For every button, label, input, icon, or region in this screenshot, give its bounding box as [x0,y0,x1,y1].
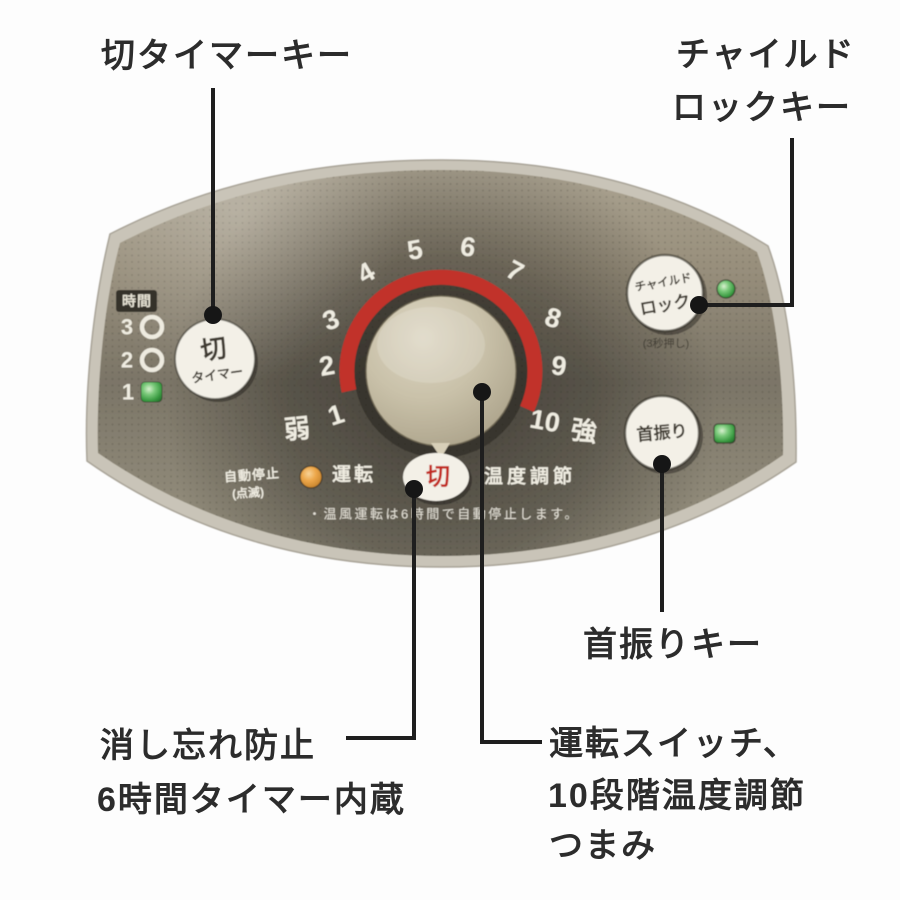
dial-knob-highlight [377,307,485,383]
blink-label: (点滅) [231,484,264,501]
auto-stop-note: ・温風運転は6時間で自動停止します。 [308,507,580,522]
dial-red-arc [339,269,543,412]
dial-weak-label: 弱 [282,413,311,446]
child-lock-button-face[interactable] [625,253,705,333]
dial-strong-label: 強 [569,414,599,447]
auto-stop-orange-led [299,465,323,489]
label-auto-off-line1: 消し忘れ防止 [100,727,316,765]
annotation-labels: 切タイマーキー チャイルド ロックキー 首振りキー 消し忘れ防止 6時間タイマー… [97,36,856,865]
leader-dot-swing [653,455,671,473]
swing-button[interactable]: 首振り [623,394,736,474]
timer-indicator-block: 時間 3 2 1 [116,290,165,405]
label-knob-line1: 運転スイッチ、 [549,725,799,763]
callout-lines [204,88,794,744]
leader-knob [480,393,542,744]
leader-dot-auto-off [405,480,423,498]
dial-knob-pointer [431,443,450,458]
label-child-lock-key-line2: ロックキー [672,89,852,127]
leader-dot-knob [473,383,491,401]
leader-auto-off [346,491,416,740]
timer-header-box [116,290,157,312]
timer-lamp-1-green-led [140,381,163,403]
label-knob-line3: つまみ [549,827,657,865]
dial-number: 10 [528,404,563,439]
dial-number: 2 [317,350,337,382]
control-panel: 時間 3 2 1 切 タイマー 1 2 [85,159,797,568]
label-off-timer-key: 切タイマーキー [101,37,353,75]
off-marker-label: 切 [426,464,450,491]
temperature-dial: 1 2 3 4 5 6 7 8 9 10 弱 強 [282,231,599,458]
timer-level-1: 1 [122,380,134,405]
temp-adjust-label: 温度調節 [484,465,576,488]
leader-dot-child-lock [690,296,708,314]
timer-lamp-3 [139,314,165,340]
dial-number: 5 [405,234,425,266]
label-auto-off-line2: 6時間タイマー内蔵 [97,781,406,819]
timer-level-2: 2 [121,348,133,373]
label-knob-line2: 10段階温度調節 [548,776,806,815]
timer-lamp-2 [139,347,165,373]
off-timer-button[interactable]: 切 タイマー [174,318,258,402]
timer-header-label: 時間 [122,293,152,309]
label-child-lock-key-line1: チャイルド [676,36,856,74]
child-lock-note: (3秒押し) [643,336,689,350]
off-timer-button-label-bottom: タイマー [190,364,244,386]
leader-child-lock [706,138,794,307]
swing-button-label: 首振り [636,420,689,444]
dial-number: 9 [549,350,568,382]
run-label: 運転 [332,464,376,486]
leader-dot-off-timer [204,306,222,324]
label-swing-key: 首振りキー [583,626,763,664]
timer-level-3: 3 [121,315,133,340]
child-lock-button[interactable]: チャイルド ロック (3秒押し) [625,253,736,350]
auto-stop-label: 自動停止 [224,466,281,485]
off-timer-button-label-top: 切 [199,332,229,365]
swing-green-led [713,423,736,444]
child-lock-green-led [716,279,736,299]
dial-number: 6 [458,231,477,263]
